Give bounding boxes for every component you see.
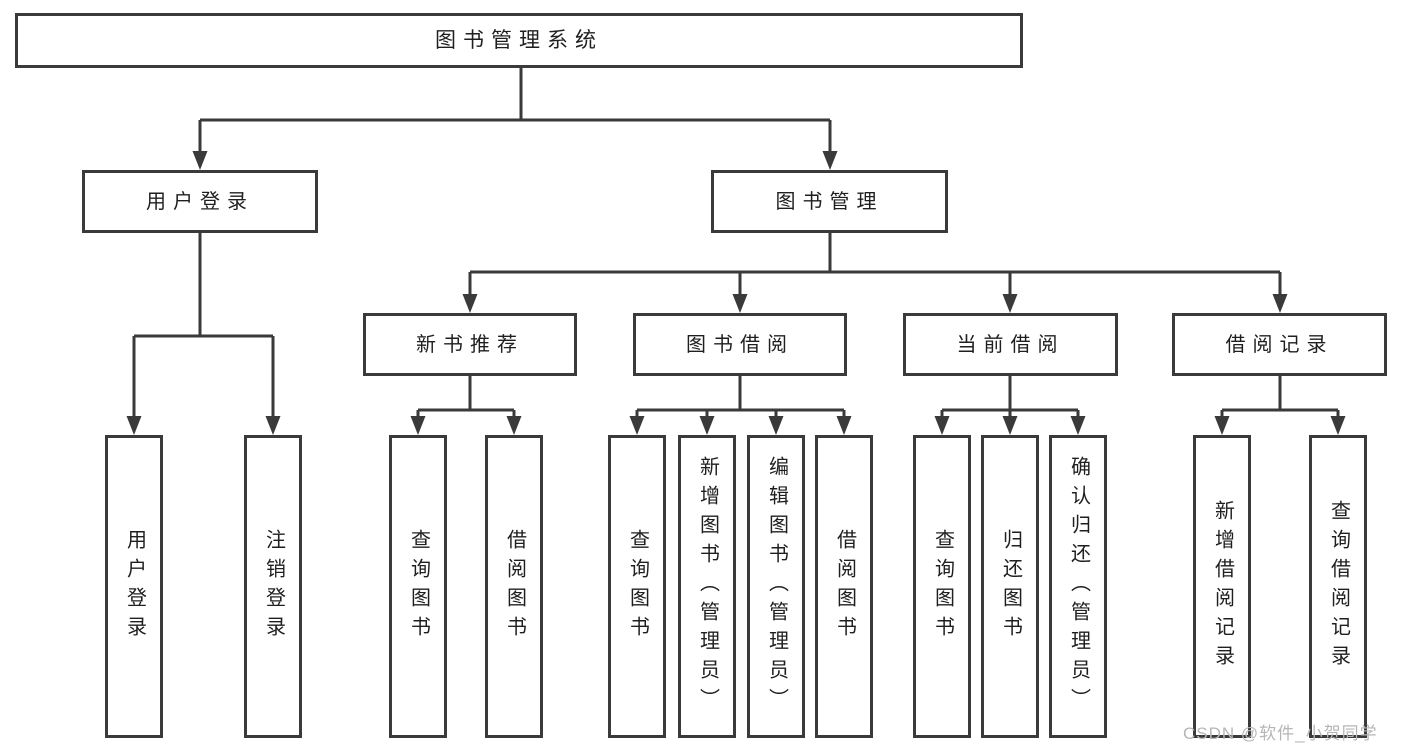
arrowhead-icon <box>1214 416 1230 435</box>
arrowhead-icon <box>732 294 748 313</box>
leaf-borrow-books-recommend: 借阅图书 <box>485 435 543 738</box>
node-label: 归还图书 <box>999 528 1022 645</box>
arrowhead-icon <box>192 151 208 170</box>
node-label: 新增借阅记录 <box>1211 499 1234 674</box>
leaf-return-books: 归还图书 <box>981 435 1039 738</box>
node-label: 用户登录 <box>146 190 254 213</box>
arrowhead-icon <box>1330 416 1346 435</box>
edge-book-borrowing <box>635 376 846 419</box>
leaf-confirm-return-admin: 确认归还（管理员） <box>1049 435 1107 738</box>
node-label: 编辑图书（管理员） <box>765 456 788 717</box>
arrowhead-icon <box>629 416 645 435</box>
node-current-borrowing: 当前借阅 <box>903 313 1118 376</box>
node-library-management-system: 图书管理系统 <box>15 13 1023 68</box>
node-label: 用户登录 <box>123 528 146 645</box>
arrowhead-icon <box>1272 294 1288 313</box>
arrowhead-icon <box>506 416 522 435</box>
edge-user-login <box>132 233 275 419</box>
arrowhead-icon <box>410 416 426 435</box>
node-label: 查询图书 <box>407 528 430 645</box>
node-book-management: 图书管理 <box>711 170 948 233</box>
leaf-query-books-current: 查询图书 <box>913 435 971 738</box>
arrowhead-icon <box>822 151 838 170</box>
leaf-query-books-borrowing: 查询图书 <box>608 435 666 738</box>
node-label: 确认归还（管理员） <box>1067 456 1090 717</box>
arrowhead-icon <box>699 416 715 435</box>
arrowhead-icon <box>462 294 478 313</box>
node-borrowing-records: 借阅记录 <box>1172 313 1387 376</box>
node-label: 图书管理系统 <box>435 29 603 52</box>
edge-borrowing-records <box>1220 376 1340 419</box>
node-user-login: 用户登录 <box>82 170 318 233</box>
arrowhead-icon <box>836 416 852 435</box>
node-label: 图书管理 <box>775 190 884 213</box>
leaf-add-borrow-record: 新增借阅记录 <box>1193 435 1251 738</box>
leaf-edit-books-admin: 编辑图书（管理员） <box>747 435 805 738</box>
leaf-add-books-admin: 新增图书（管理员） <box>678 435 736 738</box>
node-label: 当前借阅 <box>956 333 1065 356</box>
arrowhead-icon <box>1002 294 1018 313</box>
node-label: 查询图书 <box>626 528 649 645</box>
leaf-query-books-recommend: 查询图书 <box>389 435 447 738</box>
node-label: 注销登录 <box>262 528 285 645</box>
arrowhead-icon <box>1002 416 1018 435</box>
node-label: 借阅图书 <box>503 528 526 645</box>
leaf-user-login: 用户登录 <box>105 435 163 738</box>
node-label: 借阅图书 <box>833 528 856 645</box>
leaf-query-borrow-record: 查询借阅记录 <box>1309 435 1367 738</box>
node-label: 借阅记录 <box>1225 333 1334 356</box>
arrowheads <box>126 151 1346 435</box>
watermark: CSDN @软件_小贺同学 <box>1183 724 1378 743</box>
arrowhead-icon <box>265 416 281 435</box>
node-label: 图书借阅 <box>686 333 794 356</box>
edge-root <box>198 68 832 154</box>
edge-book-management <box>468 233 1282 297</box>
edge-new-book-recommend <box>416 376 516 419</box>
node-label: 新增图书（管理员） <box>696 456 719 717</box>
node-label: 新书推荐 <box>416 333 524 356</box>
arrowhead-icon <box>1070 416 1086 435</box>
node-new-book-recommend: 新书推荐 <box>363 313 577 376</box>
edge-current-borrowing <box>940 376 1080 419</box>
node-book-borrowing: 图书借阅 <box>633 313 847 376</box>
arrowhead-icon <box>934 416 950 435</box>
node-label: 查询借阅记录 <box>1327 499 1350 674</box>
arrowhead-icon <box>768 416 784 435</box>
leaf-borrow-books-borrowing: 借阅图书 <box>815 435 873 738</box>
node-label: 查询图书 <box>931 528 954 645</box>
arrowhead-icon <box>126 416 142 435</box>
leaf-logout: 注销登录 <box>244 435 302 738</box>
